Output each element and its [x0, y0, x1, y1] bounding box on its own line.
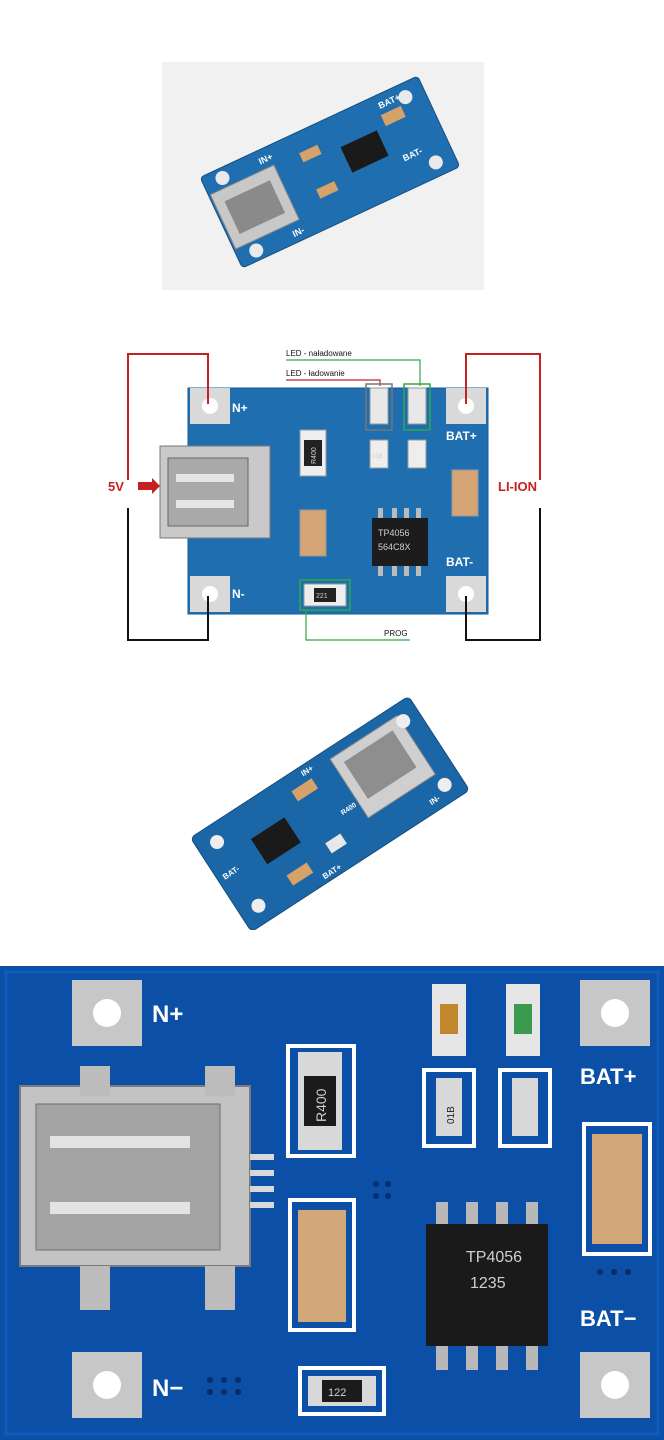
diagram-wire-in-minus: [127, 508, 209, 641]
diagram-wire-bat-plus: [465, 353, 541, 480]
diagram-chip-line1: TP4056: [378, 528, 410, 538]
diagram-chip-line2: 564C8X: [378, 542, 411, 552]
closeup-res-01b-right: [498, 1068, 552, 1148]
closeup-pads: [72, 980, 650, 1418]
closeup-chip: TP4056 1235: [426, 1202, 548, 1370]
product-photo-1: IN+ IN- BAT+ BAT-: [0, 62, 664, 290]
diagram-label-led-charged: LED - naładowane: [286, 349, 352, 358]
closeup-res-01b-left: 01B: [422, 1068, 476, 1148]
closeup-chip-line2: 1235: [470, 1275, 506, 1292]
closeup-capacitor-left: [288, 1198, 356, 1332]
diagram-callout-charged-line: [286, 359, 421, 386]
diagram-n-plus: N+: [232, 401, 248, 415]
diagram-bat-plus: BAT+: [446, 429, 477, 443]
diagram-res-r400: R400: [311, 447, 318, 464]
closeup-chip-line1: TP4056: [466, 1249, 522, 1266]
product-photo-2: IN+ IN- BAT- BAT+ R400: [0, 690, 664, 930]
closeup-bat-minus: BAT−: [580, 1306, 636, 1331]
closeup-res-r400-label: R400: [313, 1088, 329, 1122]
closeup-bat-plus: BAT+: [580, 1064, 636, 1089]
closeup-led-charging: [432, 984, 466, 1056]
diagram-wire-in-plus: [127, 353, 209, 480]
diagram-led-charging: [369, 387, 389, 425]
diagram-n-minus: N-: [232, 587, 245, 601]
diagram-res-01b: 01B: [372, 454, 383, 460]
diagram-res-221: 221: [316, 593, 328, 600]
diagram-chip: [372, 518, 428, 566]
photo1-in-minus-label: IN-: [291, 225, 306, 239]
diagram-led-charged: [407, 387, 427, 425]
closeup-res-01b-label: 01B: [446, 1106, 457, 1124]
closeup-res-122-label: 122: [328, 1387, 346, 1399]
closeup-res-122: 122: [298, 1366, 386, 1416]
closeup-led-charged: [506, 984, 540, 1056]
diagram-label-prog: PROG: [384, 629, 408, 638]
diagram-callout-prog-line: [305, 610, 410, 641]
closeup-usb-connector: [19, 1066, 274, 1310]
diagram-wire-bat-minus: [465, 508, 541, 641]
wiring-diagram: R400 TP4056 564C8X 01B 221 N+ N- BAT+ BA…: [0, 340, 664, 650]
closeup-capacitor-right: [582, 1122, 652, 1256]
closeup-n-minus: N−: [152, 1375, 183, 1402]
diagram-bat-minus: BAT-: [446, 555, 473, 569]
closeup-res-r400: R400: [286, 1044, 356, 1158]
diagram-label-5v: 5V: [108, 479, 124, 494]
diagram-input-arrow: [138, 478, 160, 494]
diagram-label-led-charging: LED - ładowanie: [286, 369, 345, 378]
closeup-photo: R400 TP4056 1235: [0, 966, 664, 1440]
diagram-label-li-ion: LI-ION: [498, 479, 537, 494]
closeup-n-plus: N+: [152, 1001, 183, 1028]
